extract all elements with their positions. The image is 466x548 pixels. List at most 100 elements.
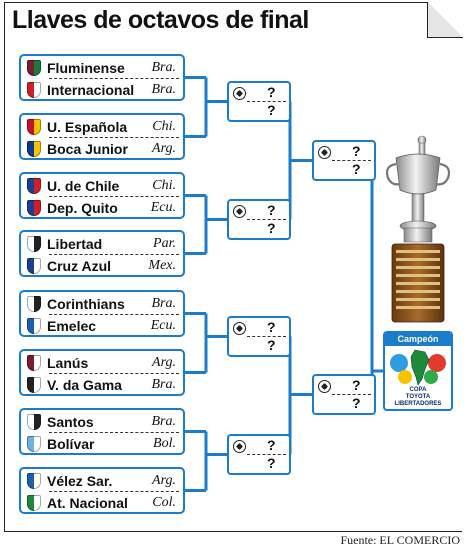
team-crest-icon bbox=[27, 317, 41, 334]
unknown-team-placeholder: ? bbox=[267, 220, 276, 236]
match-pair-6: Lanús Arg. V. da Gama Bra. bbox=[19, 349, 185, 396]
team-crest-icon bbox=[27, 140, 41, 157]
team-crest-icon bbox=[27, 413, 41, 430]
pair-divider bbox=[49, 78, 179, 79]
team-name: Dep. Quito bbox=[47, 199, 118, 216]
team-country: Arg. bbox=[152, 140, 176, 156]
team-name: V. da Gama bbox=[47, 376, 122, 393]
team-crest-icon bbox=[27, 177, 41, 194]
team-crest-icon bbox=[27, 435, 41, 452]
page-title: Llaves de octavos de final bbox=[12, 6, 309, 34]
team-crest-icon bbox=[27, 376, 41, 393]
team-row: Emelec Ecu. bbox=[21, 315, 183, 336]
team-name: Libertad bbox=[47, 235, 103, 252]
team-name: Emelec bbox=[47, 317, 97, 334]
team-name: Cruz Azul bbox=[47, 257, 112, 274]
team-crest-icon bbox=[27, 472, 41, 489]
semifinal-slot-1: ?? bbox=[312, 140, 376, 181]
team-country: Mex. bbox=[148, 257, 176, 273]
team-country: Bra. bbox=[151, 376, 177, 392]
pair-divider bbox=[49, 314, 179, 315]
soccer-ball-icon bbox=[318, 380, 331, 393]
team-name: U. de Chile bbox=[47, 177, 120, 194]
team-row: Bolívar Bol. bbox=[21, 433, 183, 454]
unknown-team-placeholder: ? bbox=[267, 437, 276, 453]
team-country: Bra. bbox=[151, 59, 177, 75]
south-america-logo-icon bbox=[390, 349, 446, 386]
team-country: Bra. bbox=[151, 413, 177, 429]
team-name: Fluminense bbox=[47, 59, 125, 76]
slot-divider bbox=[247, 336, 286, 337]
unknown-team-placeholder: ? bbox=[267, 102, 276, 118]
team-name: U. Española bbox=[47, 118, 128, 135]
slot-divider bbox=[247, 219, 286, 220]
champion-label: Campeón bbox=[385, 333, 451, 346]
team-crest-icon bbox=[27, 494, 41, 511]
team-country: Ecu. bbox=[150, 199, 176, 215]
team-name: Boca Junior bbox=[47, 140, 128, 157]
unknown-team-placeholder: ? bbox=[267, 319, 276, 335]
unknown-team-placeholder: ? bbox=[352, 161, 361, 177]
team-country: Chi. bbox=[152, 118, 176, 134]
pair-divider bbox=[49, 373, 179, 374]
soccer-ball-icon bbox=[233, 440, 246, 453]
source-credit: Fuente: EL COMERCIO bbox=[340, 533, 460, 547]
unknown-team-placeholder: ? bbox=[352, 143, 361, 159]
team-country: Par. bbox=[153, 235, 176, 251]
team-row: Dep. Quito Ecu. bbox=[21, 197, 183, 218]
unknown-team-placeholder: ? bbox=[267, 202, 276, 218]
team-country: Bra. bbox=[151, 81, 177, 97]
quarterfinal-slot-3: ?? bbox=[227, 316, 291, 357]
soccer-ball-icon bbox=[233, 322, 246, 335]
team-row: Boca Junior Arg. bbox=[21, 138, 183, 159]
unknown-team-placeholder: ? bbox=[267, 455, 276, 471]
copa-libertadores-logo: COPA TOYOTA LIBERTADORES bbox=[394, 387, 442, 407]
pair-divider bbox=[49, 137, 179, 138]
team-row: Lanús Arg. bbox=[21, 352, 183, 373]
trophy-icon bbox=[385, 135, 451, 323]
team-country: Arg. bbox=[152, 472, 176, 488]
team-row: At. Nacional Col. bbox=[21, 492, 183, 513]
team-country: Col. bbox=[152, 494, 176, 510]
soccer-ball-icon bbox=[318, 146, 331, 159]
team-row: V. da Gama Bra. bbox=[21, 374, 183, 395]
team-country: Arg. bbox=[152, 354, 176, 370]
team-country: Bol. bbox=[153, 435, 176, 451]
team-row: Libertad Par. bbox=[21, 233, 183, 254]
pair-divider bbox=[49, 432, 179, 433]
team-row: Internacional Bra. bbox=[21, 79, 183, 100]
soccer-ball-icon bbox=[233, 87, 246, 100]
team-name: Bolívar bbox=[47, 435, 95, 452]
match-pair-2: U. Española Chi. Boca Junior Arg. bbox=[19, 113, 185, 160]
slot-divider bbox=[332, 160, 371, 161]
team-row: Fluminense Bra. bbox=[21, 57, 183, 78]
team-crest-icon bbox=[27, 118, 41, 135]
team-name: Vélez Sar. bbox=[47, 472, 113, 489]
team-country: Ecu. bbox=[150, 317, 176, 333]
team-name: Lanús bbox=[47, 354, 89, 371]
pair-divider bbox=[49, 254, 179, 255]
team-name: At. Nacional bbox=[47, 494, 128, 511]
slot-divider bbox=[247, 454, 286, 455]
team-crest-icon bbox=[27, 354, 41, 371]
team-crest-icon bbox=[27, 295, 41, 312]
team-crest-icon bbox=[27, 235, 41, 252]
match-pair-4: Libertad Par. Cruz Azul Mex. bbox=[19, 230, 185, 277]
pair-divider bbox=[49, 491, 179, 492]
quarterfinal-slot-1: ?? bbox=[227, 81, 291, 122]
team-row: Cruz Azul Mex. bbox=[21, 255, 183, 276]
team-name: Corinthians bbox=[47, 295, 125, 312]
quarterfinal-slot-4: ?? bbox=[227, 434, 291, 475]
unknown-team-placeholder: ? bbox=[352, 395, 361, 411]
slot-divider bbox=[332, 394, 371, 395]
match-pair-8: Vélez Sar. Arg. At. Nacional Col. bbox=[19, 467, 185, 514]
team-name: Internacional bbox=[47, 81, 135, 98]
unknown-team-placeholder: ? bbox=[267, 84, 276, 100]
team-crest-icon bbox=[27, 257, 41, 274]
